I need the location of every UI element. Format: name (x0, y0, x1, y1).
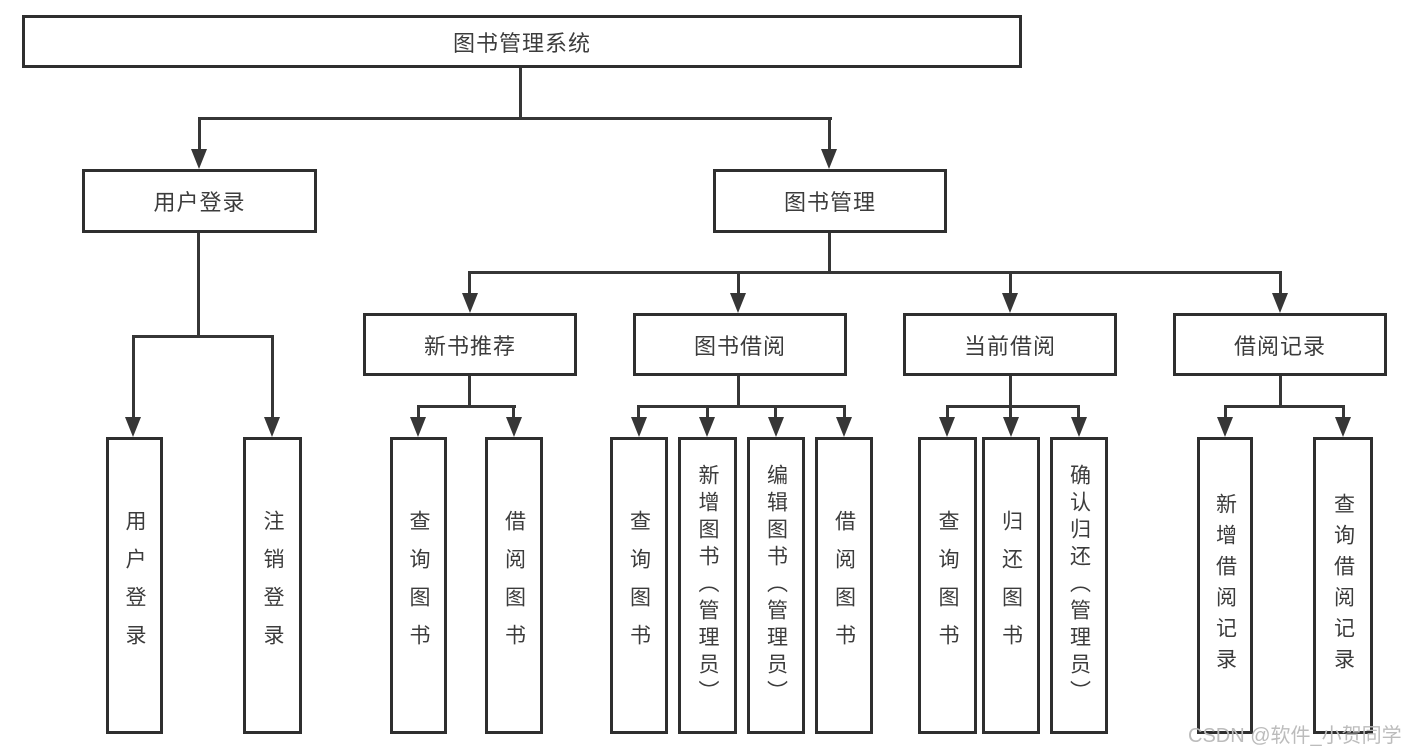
connector-line (737, 274, 740, 294)
connector-line (1009, 408, 1012, 418)
connector-line (1224, 405, 1345, 408)
leaf-label: 归还图书 (999, 509, 1023, 662)
arrowhead (264, 417, 280, 437)
leaf-label: 注销登录 (261, 509, 284, 662)
node-root-library-system: 图书管理系统 (22, 15, 1022, 68)
leaf-cb-return-books: 归还图书 (982, 437, 1040, 734)
leaf-label: 编辑图书（管理员） (764, 464, 788, 707)
connector-line (946, 405, 1080, 408)
arrowhead (506, 417, 522, 437)
leaf-bb-add-books-admin: 新增图书（管理员） (678, 437, 737, 734)
node-label: 用户登录 (153, 190, 246, 215)
connector-line (132, 335, 274, 338)
connector-line (843, 408, 846, 418)
connector-line (828, 233, 831, 272)
arrowhead (699, 417, 715, 437)
arrowhead (836, 417, 852, 437)
connector-line (468, 274, 471, 294)
node-label: 借阅记录 (1233, 333, 1326, 359)
connector-line (1009, 376, 1012, 407)
leaf-label: 查询图书 (627, 509, 651, 662)
connector-line (271, 338, 274, 418)
leaf-label: 查询图书 (936, 509, 959, 662)
leaf-cb-query-books: 查询图书 (918, 437, 977, 734)
connector-line (132, 338, 135, 418)
leaf-label: 确认归还（管理员） (1067, 464, 1091, 707)
arrowhead (462, 293, 478, 313)
leaf-label: 查询图书 (407, 509, 430, 662)
connector-line (519, 68, 522, 119)
leaf-logout: 注销登录 (243, 437, 302, 734)
connector-line (1342, 408, 1345, 418)
arrowhead (631, 417, 647, 437)
arrowhead (1217, 417, 1233, 437)
node-label: 图书管理 (783, 190, 876, 215)
connector-line (737, 376, 740, 407)
leaf-bb-borrow-books: 借阅图书 (815, 437, 873, 734)
arrowhead (191, 149, 207, 169)
arrowhead (939, 417, 955, 437)
node-label: 新书推荐 (423, 333, 516, 359)
leaf-label: 借阅图书 (832, 509, 856, 662)
arrowhead (768, 417, 784, 437)
arrowhead (730, 293, 746, 313)
node-borrow-records: 借阅记录 (1173, 313, 1387, 376)
leaf-br-query-record: 查询借阅记录 (1313, 437, 1373, 734)
connector-line (1224, 408, 1227, 418)
node-label: 图书管理系统 (452, 30, 591, 56)
node-current-borrow: 当前借阅 (903, 313, 1117, 376)
arrowhead (1003, 417, 1019, 437)
connector-line (1279, 376, 1282, 407)
connector-line (512, 408, 515, 418)
leaf-nb-query-books: 查询图书 (390, 437, 447, 734)
connector-line (417, 408, 420, 418)
connector-line (706, 408, 709, 418)
leaf-user-login: 用户登录 (106, 437, 163, 734)
arrowhead (821, 149, 837, 169)
arrowhead (1071, 417, 1087, 437)
arrowhead (1335, 417, 1351, 437)
connector-line (1279, 274, 1282, 294)
node-user-login: 用户登录 (82, 169, 317, 233)
arrowhead (1002, 293, 1018, 313)
connector-line (828, 120, 831, 151)
leaf-bb-query-books: 查询图书 (610, 437, 668, 734)
leaf-label: 查询借阅记录 (1331, 492, 1355, 679)
arrowhead (125, 417, 141, 437)
node-new-book-recommend: 新书推荐 (363, 313, 577, 376)
leaf-label: 用户登录 (123, 509, 146, 662)
connector-line (637, 408, 640, 418)
leaf-nb-borrow-books: 借阅图书 (485, 437, 543, 734)
node-book-borrow: 图书借阅 (633, 313, 847, 376)
leaf-label: 借阅图书 (502, 509, 526, 662)
connector-line (197, 233, 200, 337)
arrowhead (410, 417, 426, 437)
leaf-label: 新增图书（管理员） (696, 464, 719, 707)
connector-line (417, 405, 516, 408)
connector-line (1009, 274, 1012, 294)
leaf-br-add-record: 新增借阅记录 (1197, 437, 1253, 734)
leaf-bb-edit-books-admin: 编辑图书（管理员） (747, 437, 805, 734)
leaf-label: 新增借阅记录 (1213, 492, 1237, 679)
connector-line (468, 376, 471, 407)
arrowhead (1272, 293, 1288, 313)
connector-line (468, 271, 1282, 274)
node-book-management: 图书管理 (713, 169, 947, 233)
connector-line (198, 120, 201, 151)
csdn-watermark: CSDN @软件_小贺同学 (1188, 725, 1402, 747)
connector-line (946, 408, 949, 418)
connector-line (198, 117, 832, 120)
node-label: 当前借阅 (963, 333, 1056, 359)
connector-line (774, 408, 777, 418)
connector-line (637, 405, 846, 408)
leaf-cb-confirm-return-admin: 确认归还（管理员） (1050, 437, 1108, 734)
node-label: 图书借阅 (693, 333, 786, 359)
connector-line (1077, 408, 1080, 418)
